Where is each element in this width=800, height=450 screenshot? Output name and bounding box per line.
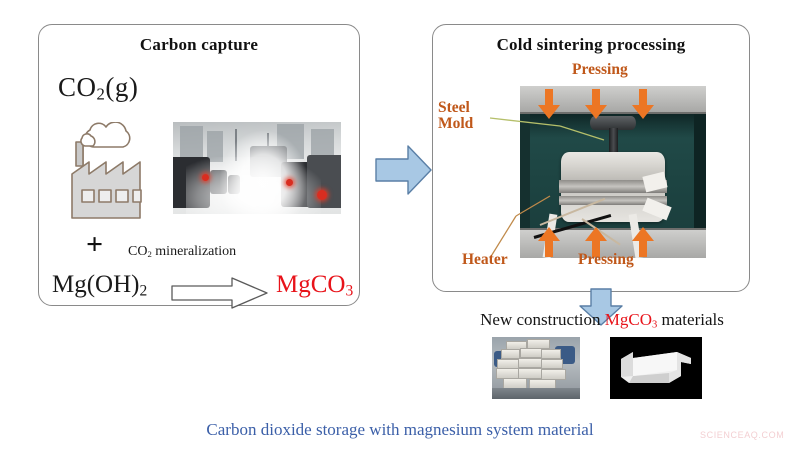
pressing-label-bottom: Pressing	[578, 251, 634, 268]
stacked-concrete-blocks-photo	[492, 337, 580, 399]
steel-mold-label-line1: Steel	[438, 99, 470, 116]
magnesium-carbonate-main: MgCO	[276, 271, 346, 298]
new-construction-materials-line: New construction MgCO3 materials	[432, 310, 772, 330]
co2-mineralization-main: CO	[128, 244, 148, 259]
watermark-text: SCIENCEAQ.COM	[700, 430, 785, 440]
figure-caption: Carbon dioxide storage with magnesium sy…	[206, 420, 594, 439]
press-arrow-up-3	[632, 227, 654, 257]
panel-cold-sintering-title: Cold sintering processing	[496, 35, 686, 54]
co2-mineralization-label: CO2 mineralization	[128, 244, 236, 260]
co2-gas-label-sub: 2	[96, 84, 106, 104]
panel-carbon-capture-title: Carbon capture	[139, 35, 259, 54]
co2-mineralization-sub: 2	[147, 248, 152, 259]
press-arrow-down-1	[538, 89, 560, 119]
magnesium-hydroxide-main: Mg(OH)	[52, 271, 140, 298]
blue-right-arrow-icon	[375, 145, 432, 195]
magnesium-hydroxide-label: Mg(OH)2	[52, 271, 147, 300]
magnesium-hydroxide-sub: 2	[139, 282, 148, 300]
new-construction-prefix: New construction	[480, 310, 605, 329]
new-construction-product-main: MgCO	[604, 310, 653, 329]
magnesium-carbonate-sub: 3	[345, 282, 354, 300]
factory-smokestack-icon	[71, 122, 142, 219]
magnesium-carbonate-product-label: MgCO3	[276, 271, 353, 300]
co2-mineralization-rest: mineralization	[151, 244, 237, 259]
co2-gas-label-main: CO	[58, 72, 97, 102]
steel-mold-label: Steel Mold	[438, 100, 473, 132]
white-u-channel-photo	[610, 337, 702, 399]
press-arrow-down-3	[632, 89, 654, 119]
co2-gas-label: CO2(g)	[58, 72, 138, 105]
new-construction-suffix: materials	[657, 310, 724, 329]
pressing-label-top: Pressing	[572, 61, 628, 78]
hollow-right-arrow-icon	[171, 277, 268, 309]
steel-mold-label-line2: Mold	[438, 114, 474, 132]
new-construction-product-sub: 3	[652, 319, 658, 331]
u-channel-shape	[621, 352, 691, 383]
press-arrow-down-2	[585, 89, 607, 119]
plus-sign: +	[86, 228, 104, 261]
press-arrow-up-2	[585, 227, 607, 257]
traffic-smog-photo	[173, 122, 341, 214]
co2-gas-label-state: (g)	[105, 72, 139, 102]
heater-label: Heater	[462, 251, 508, 268]
blue-down-arrow-icon	[579, 288, 623, 326]
press-arrow-up-1	[538, 227, 560, 257]
